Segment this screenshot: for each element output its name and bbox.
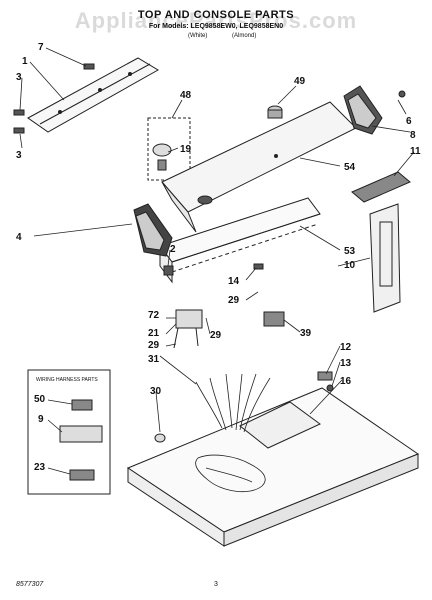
callout-19: 19 bbox=[180, 144, 192, 155]
color-variant-almond: (Almond) bbox=[232, 33, 257, 39]
model-numbers: For Models: LEQ9858EW0, LEQ9858EN0 bbox=[148, 23, 284, 30]
knob-49-part bbox=[267, 105, 283, 119]
callout-14: 14 bbox=[228, 276, 240, 287]
callout-39: 39 bbox=[300, 328, 312, 339]
callout-1: 1 bbox=[22, 56, 28, 67]
callout-21: 21 bbox=[148, 328, 160, 339]
callout-72: 72 bbox=[148, 310, 160, 321]
page-number: 3 bbox=[214, 581, 218, 588]
callout-4: 4 bbox=[16, 232, 22, 243]
callout-49: 49 bbox=[294, 76, 306, 87]
callout-23: 23 bbox=[34, 462, 46, 473]
callout-54: 54 bbox=[344, 162, 356, 173]
callout-29c: 29 bbox=[148, 340, 160, 351]
leader-lines bbox=[19, 47, 415, 475]
color-variant-white: (White) bbox=[188, 33, 208, 39]
cabinet-top-part bbox=[126, 387, 420, 547]
watermark: AppliancePartsPros.com bbox=[74, 8, 358, 33]
console-panel-part bbox=[161, 101, 357, 233]
callout-10: 10 bbox=[344, 260, 356, 271]
clip-part bbox=[317, 371, 334, 392]
callout-30: 30 bbox=[150, 386, 162, 397]
callout-50: 50 bbox=[34, 394, 46, 405]
knob-part bbox=[152, 143, 172, 157]
callout-3a: 3 bbox=[16, 72, 22, 83]
callout-2: 2 bbox=[170, 244, 176, 255]
wiring-box-title: WIRING HARNESS PARTS bbox=[36, 377, 98, 383]
screw-part bbox=[13, 63, 95, 134]
rear-bracket-part bbox=[27, 57, 159, 133]
plug-part bbox=[154, 433, 166, 443]
callout-29b: 29 bbox=[210, 330, 222, 341]
callout-31: 31 bbox=[148, 354, 160, 365]
switch-part bbox=[173, 309, 203, 349]
callout-12: 12 bbox=[340, 342, 352, 353]
right-end-cap-part bbox=[343, 85, 406, 135]
part-number: 8577307 bbox=[16, 581, 44, 588]
callout-9: 9 bbox=[38, 414, 44, 425]
display-board-part bbox=[351, 171, 411, 313]
callout-48: 48 bbox=[180, 90, 192, 101]
callout-13: 13 bbox=[340, 358, 352, 369]
callout-6: 6 bbox=[406, 116, 412, 127]
callout-11: 11 bbox=[410, 146, 421, 157]
wiring-parts-box bbox=[27, 369, 111, 495]
end-cap-part bbox=[133, 203, 173, 257]
callout-29a: 29 bbox=[228, 295, 240, 306]
console-frame-part bbox=[159, 197, 321, 284]
diagram-title: TOP AND CONSOLE PARTS bbox=[137, 9, 295, 21]
callout-53: 53 bbox=[344, 246, 356, 257]
sensor-part bbox=[263, 311, 285, 327]
callout-3b: 3 bbox=[16, 150, 22, 161]
callout-16: 16 bbox=[340, 376, 352, 387]
wiring-harness-part bbox=[195, 373, 271, 493]
callout-8: 8 bbox=[410, 130, 416, 141]
callout-7: 7 bbox=[38, 42, 44, 53]
